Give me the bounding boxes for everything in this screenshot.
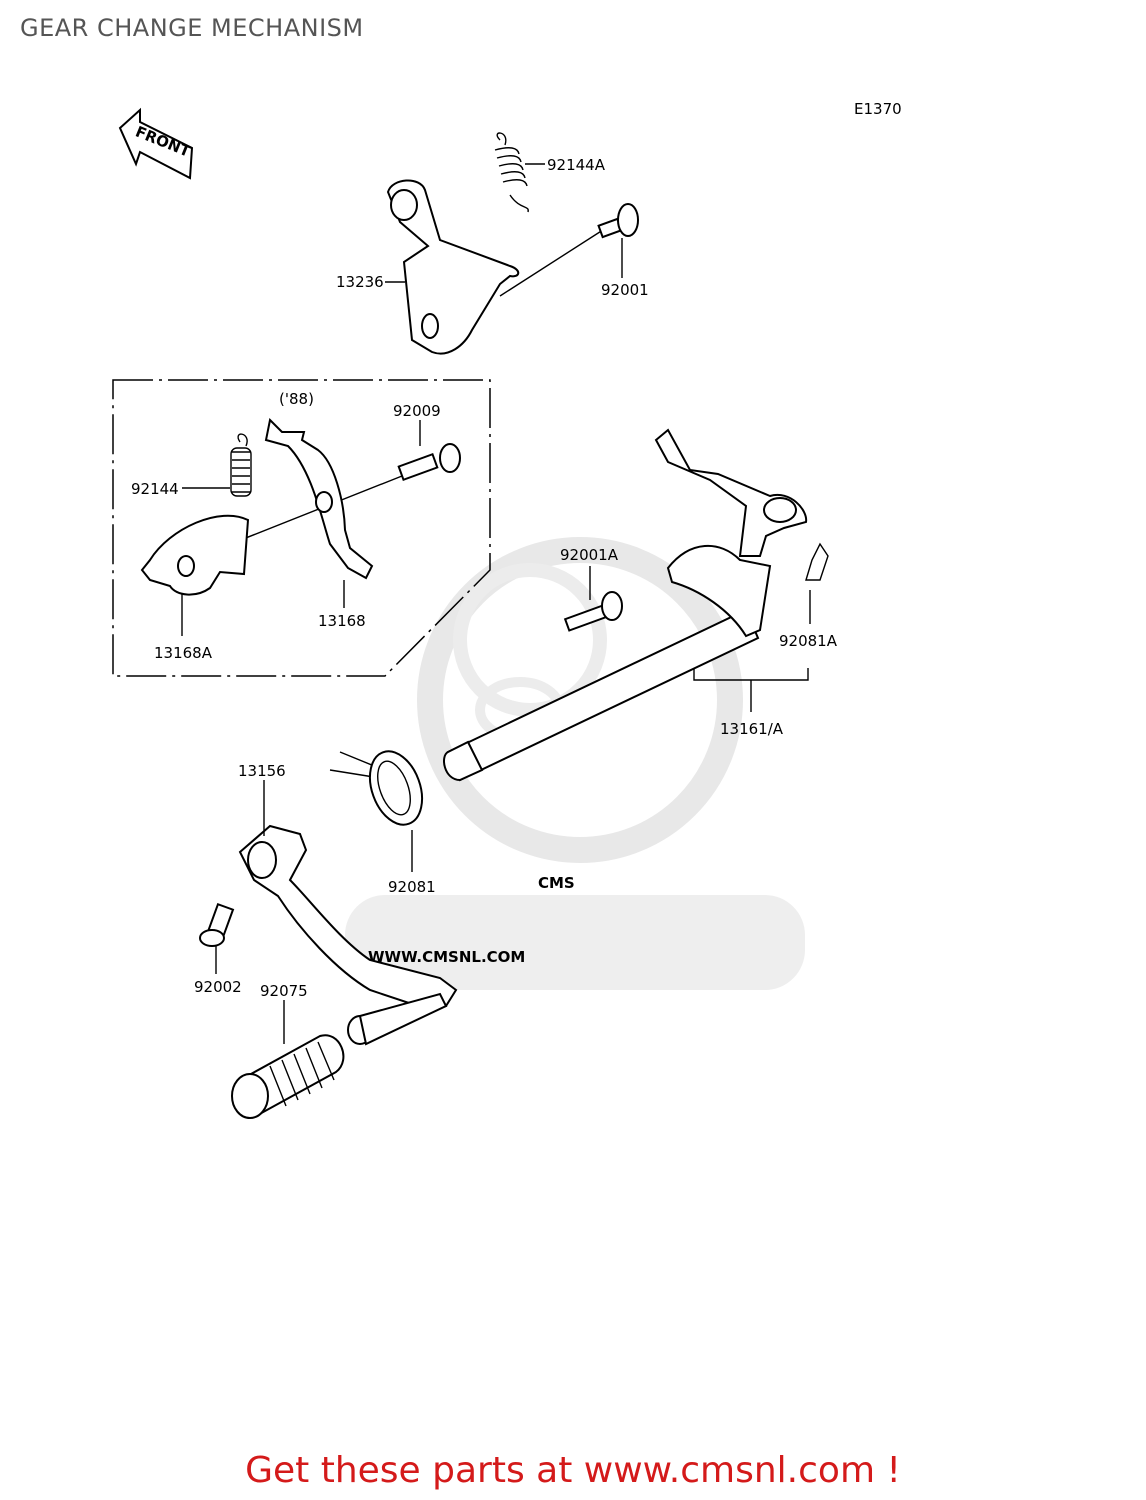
rubber-92075 — [231, 1034, 345, 1119]
label-92002: 92002 — [194, 978, 242, 996]
bolt-92002 — [199, 902, 235, 947]
watermark: CMS WWW.CMSNL.COM — [345, 537, 805, 990]
plate-13168 — [264, 417, 374, 580]
label-13168: 13168 — [318, 612, 366, 630]
label-13161A: 13161/A — [720, 720, 784, 738]
plate-13168A — [140, 514, 250, 596]
spring-92081A — [805, 542, 829, 581]
spring-92144 — [230, 433, 252, 497]
label-92009: 92009 — [393, 402, 441, 420]
spring-92144A — [494, 132, 529, 213]
page-title: GEAR CHANGE MECHANISM — [20, 14, 364, 42]
label-92075: 92075 — [260, 982, 308, 1000]
label-92001A: 92001A — [560, 546, 619, 564]
spring-92081 — [329, 750, 424, 826]
label-92144A: 92144A — [547, 156, 606, 174]
parts-diagram: CMS WWW.CMSNL.COM E1370 FRONT 92144A 132… — [112, 100, 902, 1119]
bolt-92001A — [563, 591, 623, 632]
lever-13156 — [238, 824, 458, 1046]
label-92144: 92144 — [131, 480, 179, 498]
label-92081: 92081 — [388, 878, 436, 896]
bolt-92001 — [499, 203, 639, 297]
label-13168A: 13168A — [154, 644, 213, 662]
year-note: ('88) — [279, 390, 314, 408]
variant-frame-88 — [112, 379, 491, 677]
front-arrow-icon: FRONT — [118, 107, 194, 180]
watermark-url: WWW.CMSNL.COM — [368, 948, 525, 966]
label-13236: 13236 — [336, 273, 384, 291]
get-parts-link[interactable]: Get these parts at www.cmsnl.com ! — [245, 1450, 901, 1491]
label-92081A: 92081A — [779, 632, 838, 650]
label-13156: 13156 — [238, 762, 286, 780]
label-92001: 92001 — [601, 281, 649, 299]
lever-13236 — [386, 179, 520, 355]
diagram-code: E1370 — [854, 100, 902, 118]
watermark-brand: CMS — [538, 874, 575, 892]
shaft-13161A — [443, 428, 808, 782]
